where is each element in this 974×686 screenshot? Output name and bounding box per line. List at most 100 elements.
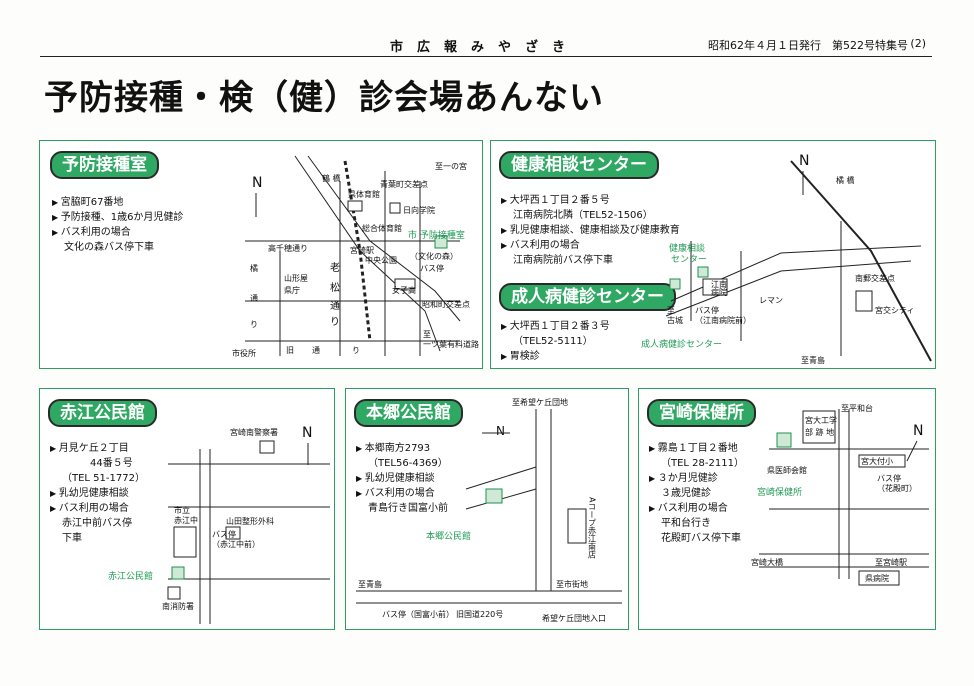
map-label: 県病院 — [865, 573, 889, 583]
map-label: 県医師会館 — [767, 465, 807, 475]
panel-hongou-info: 本郷南方2793 （TEL56-4369） 乳幼児健康相談 バス利用の場合 青島… — [356, 441, 448, 516]
map-label: 南消防署 — [162, 601, 194, 611]
map-label-highlight: 健康相談 — [669, 242, 705, 254]
info-line: （TEL56-4369） — [368, 458, 448, 469]
info-line: 宮脇町67番地 — [52, 195, 183, 210]
map-kenkou: N 橘 橋 健康相談 センター 江南 病院 南郵交差点 レマン 宮交シティ 至 … — [641, 153, 932, 365]
map-label: 至青島 — [801, 355, 825, 365]
map-label: 至 — [423, 330, 431, 339]
panel-kenkou-info: 大坪西１丁目２番５号 江南病院北隣（TEL52-1506） 乳児健康相談、健康相… — [501, 193, 680, 268]
panel-akae-heading: 赤江公民館 — [48, 399, 157, 427]
map-label: り — [330, 316, 340, 328]
panel-hoken-heading: 宮崎保健所 — [647, 399, 756, 427]
map-label: 老 — [330, 261, 340, 274]
map-label-highlight: 本郷公民館 — [426, 530, 471, 542]
panel-kenkou: 健康相談センター 大坪西１丁目２番５号 江南病院北隣（TEL52-1506） 乳… — [490, 140, 936, 369]
map-label: バス停 — [695, 305, 719, 315]
map-yobou: N 鶴 橋 至一の宮 青葉町交差点 県体育館 日向学院 総合体育館 市 予防接種… — [232, 155, 479, 358]
map-label: り — [352, 346, 360, 355]
info-line: （TEL 51-1772） — [62, 473, 145, 484]
map-label: 松 — [330, 281, 340, 294]
map-label: 江南 — [711, 279, 727, 289]
map-label: Aコープ赤江南店 — [588, 497, 597, 560]
panel-hoken: 宮崎保健所 霧島１丁目２番地 （TEL 28-2111） ３か月児健診 ３歳児健… — [638, 388, 936, 630]
map-label: 市役所 — [232, 348, 256, 358]
info-line: 本郷南方2793 — [356, 441, 448, 456]
map-label-highlight: 宮崎保健所 — [757, 486, 802, 498]
info-line: 月見ケ丘２丁目 — [50, 441, 145, 456]
info-line: 大坪西１丁目２番３号 — [501, 319, 610, 334]
map-label: 宮大付小 — [861, 456, 893, 466]
map-label: 至宮崎駅 — [875, 557, 907, 567]
info-line: 青島行き国富小前 — [368, 503, 448, 514]
panel-seijin-heading: 成人病健診センター — [499, 283, 676, 311]
map-label: レマン — [759, 296, 783, 305]
map-label: バス停 — [212, 529, 236, 539]
map-label: 県体育館 — [348, 189, 380, 199]
map-label: 至 — [667, 306, 675, 315]
page-header: 市広報みやざき 昭和62年４月１日発行 第522号特集号 (2) — [40, 34, 932, 57]
map-label: 通 — [330, 300, 340, 312]
info-line: ３歳児健診 — [661, 488, 711, 499]
north-arrow-icon: N — [799, 153, 809, 169]
info-line: バス利用の場合 — [52, 225, 183, 240]
map-label: 中央公園 — [365, 255, 397, 265]
map-label: 山田整形外科 — [226, 516, 274, 526]
map-label: 高千穂通り — [268, 243, 308, 253]
info-line: 乳幼児健康相談 — [356, 471, 448, 486]
map-label: （江南病院前） — [695, 315, 751, 325]
map-label: 女子高 — [392, 285, 416, 295]
map-label: 昭和町交差点 — [422, 299, 470, 309]
panel-seijin-info: 大坪西１丁目２番３号 （TEL52-5111） 胃検診 — [501, 319, 610, 364]
info-line: バス利用の場合 — [649, 501, 744, 516]
info-line: （TEL 28-2111） — [661, 458, 744, 469]
map-label: 病院 — [711, 287, 727, 297]
info-line: 44番５号 — [90, 458, 133, 469]
info-line: 乳児健康相談、健康相談及び健康教育 — [501, 223, 680, 238]
map-label: 至希望ケ丘団地 — [512, 397, 568, 407]
map-akae: N 宮崎南警察署 市立 赤江中 山田整形外科 バス停 （赤江中前） 赤江公民館 … — [108, 425, 330, 624]
panel-hoken-info: 霧島１丁目２番地 （TEL 28-2111） ３か月児健診 ３歳児健診 バス利用… — [649, 441, 744, 546]
info-line: バス利用の場合 — [50, 501, 145, 516]
info-line: 江南病院北隣（TEL52-1506） — [513, 210, 653, 221]
page-title: 予防接種・検（健）診会場あんない — [44, 78, 604, 118]
map-label: 宮大工学 — [805, 415, 837, 425]
map-hoken: N 至平和台 宮大工学 部 跡 地 宮大付小 県医師会館 宮崎保健所 バス停 （… — [751, 403, 929, 586]
info-line: バス利用の場合 — [356, 486, 448, 501]
map-label-highlight: 赤江公民館 — [108, 570, 153, 582]
map-label: 宮崎大橋 — [751, 557, 783, 567]
map-label: 鶴 橋 — [322, 173, 341, 183]
info-line: 赤江中前バス停 — [62, 518, 132, 529]
info-line: 霧島１丁目２番地 — [649, 441, 744, 456]
panel-akae-info: 月見ケ丘２丁目 44番５号 （TEL 51-1772） 乳幼児健康相談 バス利用… — [50, 441, 145, 546]
map-label: 古城 — [667, 315, 683, 325]
north-arrow-icon: N — [252, 175, 262, 191]
panel-yobou-heading: 予防接種室 — [50, 151, 159, 179]
map-label: 通 — [312, 345, 320, 355]
map-label: 旧国道220号 — [456, 609, 503, 619]
map-label: 市立 — [174, 505, 190, 515]
info-line: 大坪西１丁目２番５号 — [501, 193, 680, 208]
panel-hongou-heading: 本郷公民館 — [354, 399, 463, 427]
map-label: 橘 橋 — [836, 175, 855, 185]
map-label: 宮崎南警察署 — [230, 427, 278, 437]
panel-kenkou-heading: 健康相談センター — [499, 151, 659, 179]
map-label: 至一の宮 — [435, 161, 467, 171]
map-label: 橘 — [250, 263, 258, 273]
map-label: 青葉町交差点 — [380, 179, 428, 189]
info-line: 胃検診 — [501, 349, 610, 364]
info-line: 江南病院前バス停下車 — [513, 255, 613, 266]
panel-akae: 赤江公民館 月見ケ丘２丁目 44番５号 （TEL 51-1772） 乳幼児健康相… — [39, 388, 335, 630]
map-label: 通 — [250, 293, 258, 303]
info-line: 花殿町バス停下車 — [661, 533, 741, 544]
map-label-highlight: 市 予防接種室 — [408, 229, 465, 241]
map-label: り — [250, 320, 258, 329]
info-line: 乳幼児健康相談 — [50, 486, 145, 501]
north-arrow-icon: N — [496, 424, 505, 438]
map-label-highlight: センター — [671, 254, 707, 265]
map-label: 一ツ葉有料道路 — [423, 339, 479, 349]
map-label: 宮交シティ — [875, 305, 915, 315]
north-arrow-icon: N — [302, 425, 312, 441]
map-label: （花殿町） — [877, 483, 917, 493]
map-label: 旧 — [286, 346, 294, 355]
